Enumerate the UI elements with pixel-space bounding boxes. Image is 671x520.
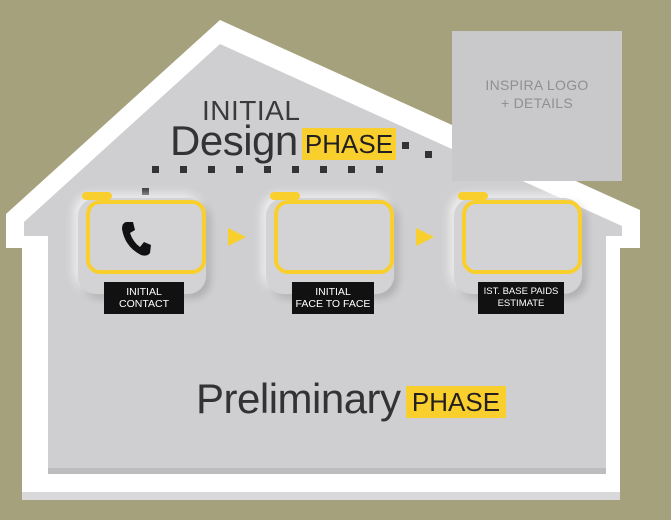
preliminary-phase-badge: PHASE	[406, 386, 506, 418]
design-phase-badge: PHASE	[302, 128, 396, 160]
step-label: INITIAL CONTACT	[104, 282, 184, 314]
step-initial-face-to-face: INITIAL FACE TO FACE	[258, 190, 410, 320]
logo-placeholder-text: INSPIRA LOGO + DETAILS	[485, 77, 589, 111]
step-tab	[82, 192, 112, 200]
step-tab	[270, 192, 300, 200]
step-tile	[454, 198, 582, 294]
step-label: INITIAL FACE TO FACE	[292, 282, 374, 314]
step-frame	[86, 200, 206, 274]
step-tile	[266, 198, 394, 294]
step-frame	[274, 200, 394, 274]
step-initial-contact: INITIAL CONTACT	[70, 190, 222, 320]
design-phase-title: Design	[170, 117, 298, 164]
step-tab	[458, 192, 488, 200]
preliminary-phase-title: Preliminary	[196, 375, 401, 422]
step-label: IST. BASE PAIDS ESTIMATE	[478, 282, 564, 314]
logo-placeholder	[452, 31, 622, 181]
step-base-paids-estimate: IST. BASE PAIDS ESTIMATE	[446, 190, 598, 320]
phone-icon	[122, 222, 151, 256]
step-frame	[462, 200, 582, 274]
design-phase-initial: INITIAL	[202, 95, 301, 126]
dotted-guide-line	[142, 142, 432, 195]
arrow-right-icon	[416, 228, 434, 246]
arrow-right-icon	[228, 228, 246, 246]
